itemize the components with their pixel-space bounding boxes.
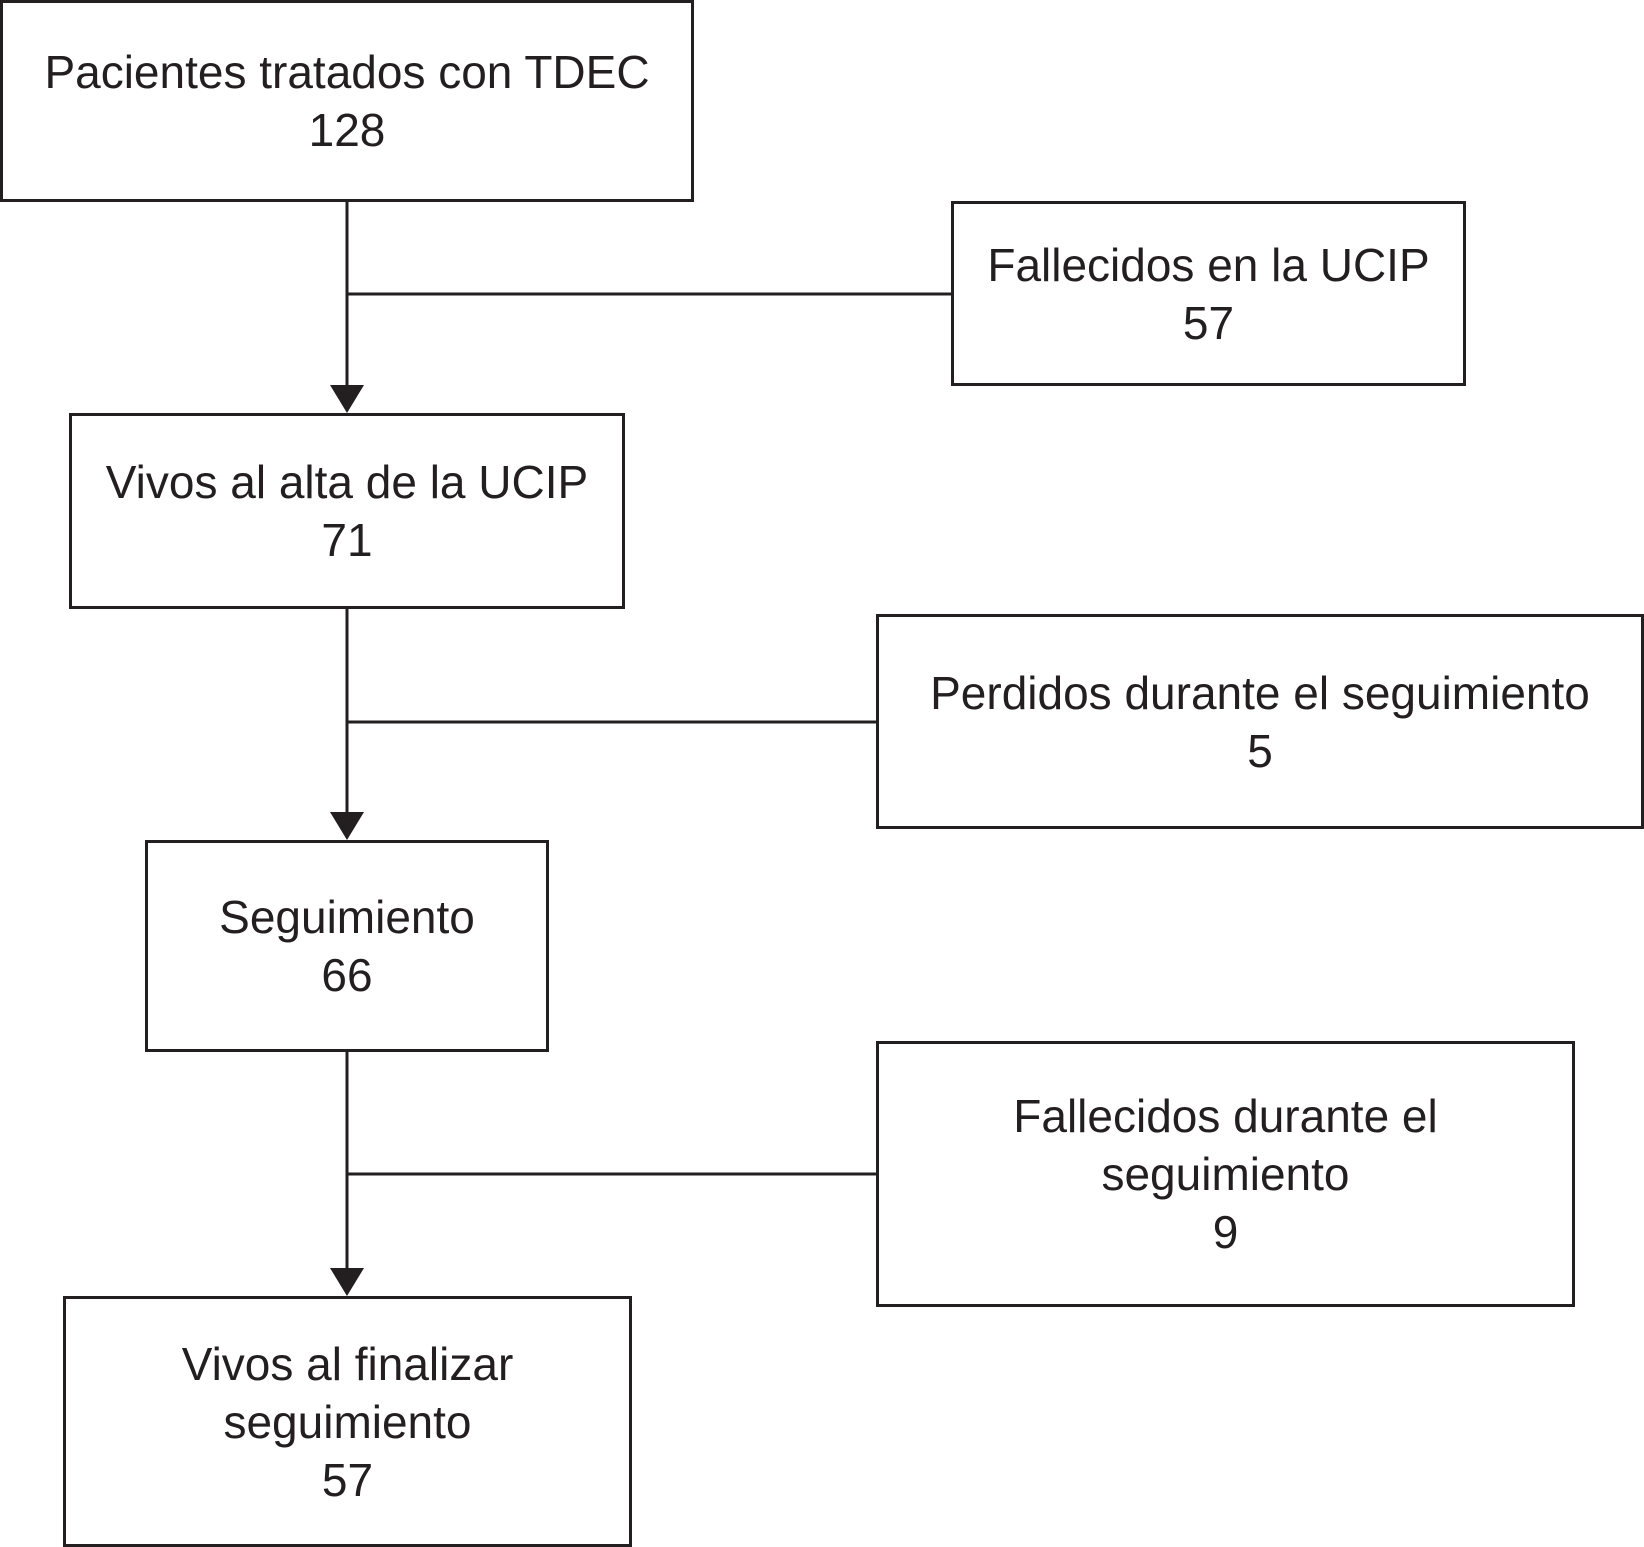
node-label: Fallecidos en la UCIP [987, 238, 1430, 291]
arrowhead-to-alive-icu [330, 385, 364, 413]
node-label: Seguimiento [219, 891, 475, 943]
node-count: 9 [1212, 1206, 1239, 1258]
arrowhead-to-alive-end [330, 1268, 364, 1296]
node-label: Pacientes tratados con TDEC [44, 46, 650, 98]
node-count: 57 [1182, 296, 1235, 349]
node-label: Vivos al alta de la UCIP [105, 456, 589, 508]
node-count: 66 [321, 949, 373, 1001]
node-label: Perdidos durante el seguimiento [930, 666, 1590, 719]
node-patients-treated: Pacientes tratados con TDEC 128 [0, 0, 694, 202]
node-died-during-followup: Fallecidos durante el seguimiento 9 [876, 1041, 1575, 1307]
node-count: 128 [308, 104, 386, 156]
node-alive-at-end-of-followup: Vivos al finalizar seguimiento 57 [63, 1296, 632, 1547]
node-alive-at-picu-discharge: Vivos al alta de la UCIP 71 [69, 413, 625, 609]
node-died-in-picu: Fallecidos en la UCIP 57 [951, 201, 1466, 386]
node-label-line2: seguimiento [1101, 1148, 1350, 1200]
node-count: 71 [321, 514, 373, 566]
node-lost-to-followup: Perdidos durante el seguimiento 5 [876, 614, 1644, 829]
node-count: 57 [321, 1453, 374, 1506]
node-label-line1: Fallecidos durante el [1013, 1090, 1438, 1142]
node-count: 5 [1247, 724, 1273, 777]
node-label-line1: Vivos al finalizar [181, 1337, 514, 1390]
node-followup: Seguimiento 66 [145, 840, 549, 1052]
arrowhead-to-followup [330, 812, 364, 840]
node-label-line2: seguimiento [223, 1395, 472, 1448]
